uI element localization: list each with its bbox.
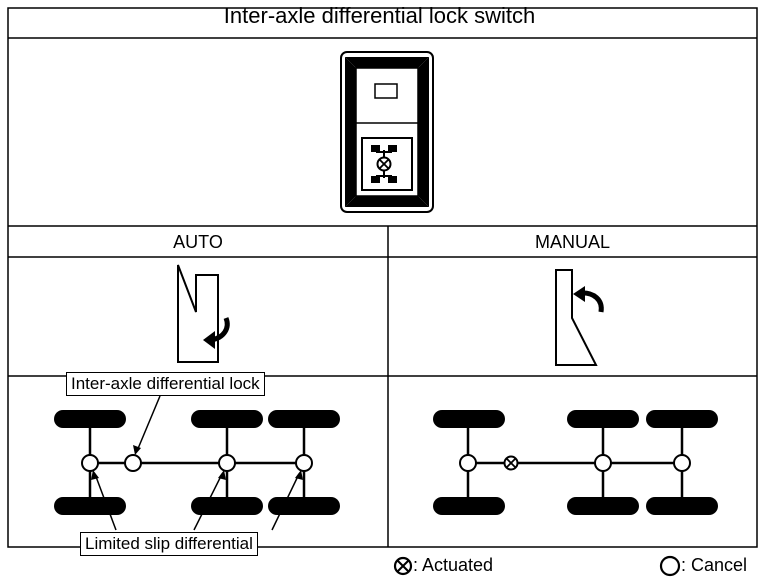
auto-drivetrain bbox=[54, 395, 340, 531]
actuated-lock-icon bbox=[503, 455, 519, 471]
lock-callout: Inter-axle differential lock bbox=[66, 372, 265, 396]
axle-emblem-icon bbox=[371, 145, 397, 183]
legend-cancel-label: : Cancel bbox=[681, 555, 748, 575]
legend-actuated-label: : Actuated bbox=[413, 555, 494, 575]
manual-heading: MANUAL bbox=[534, 232, 610, 252]
legend-cancel-icon bbox=[659, 555, 681, 577]
auto-rocker-icon bbox=[177, 264, 230, 363]
switch-icon bbox=[340, 51, 434, 213]
lsd-callout: Limited slip differential bbox=[80, 532, 258, 556]
auto-heading: AUTO bbox=[173, 232, 223, 252]
legend-actuated-icon bbox=[393, 556, 413, 576]
page-title: Inter-axle differential lock switch bbox=[223, 3, 536, 28]
manual-drivetrain bbox=[433, 410, 718, 515]
manual-rocker-icon bbox=[555, 269, 604, 366]
